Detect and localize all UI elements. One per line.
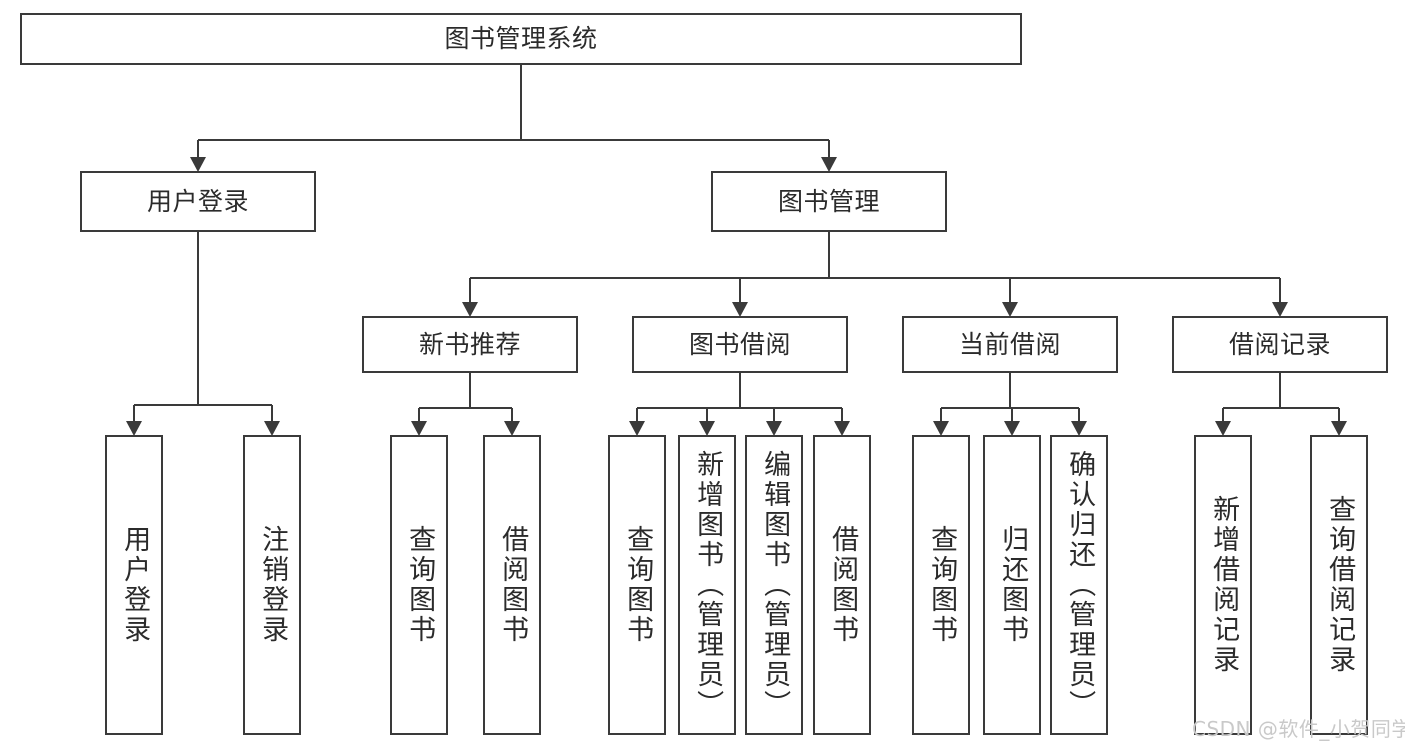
node-leaf-user-login[interactable]: 用户登录: [105, 435, 163, 735]
node-leaf-borrow-books-rec[interactable]: 借阅图书: [483, 435, 541, 735]
arrowhead-icon: [732, 302, 748, 317]
node-leaf-query-books-borrow[interactable]: 查询图书: [608, 435, 666, 735]
arrowhead-icon: [834, 421, 850, 436]
node-leaf-query-books-rec[interactable]: 查询图书: [390, 435, 448, 735]
arrowhead-icon: [1002, 302, 1018, 317]
node-leaf-add-borrow-record[interactable]: 新增借阅记录: [1194, 435, 1252, 735]
node-leaf-query-borrow-record[interactable]: 查询借阅记录: [1310, 435, 1368, 735]
arrowhead-icon: [190, 157, 206, 172]
arrowhead-icon: [821, 157, 837, 172]
connector-user-login-bus: [134, 403, 272, 407]
node-label: 借阅图书: [827, 525, 859, 645]
arrowhead-icon: [1071, 421, 1087, 436]
connector-to-book-borrow: [738, 278, 742, 315]
arrowhead-icon: [933, 421, 949, 436]
connector-current-borrow-bus: [941, 406, 1079, 410]
node-label: 当前借阅: [958, 329, 1061, 359]
node-label: 确认归还（管理员）: [1064, 450, 1096, 720]
node-label: 借阅记录: [1228, 329, 1331, 359]
node-label: 查询图书: [926, 525, 958, 645]
connector-to-new-book-recommendation: [468, 278, 472, 315]
connector-title-bus: [198, 138, 829, 142]
node-label: 注销登录: [257, 525, 289, 645]
node-label: 用户登录: [119, 525, 151, 645]
node-label: 图书管理系统: [444, 24, 598, 54]
connector-new-book-recommendation-bus: [419, 406, 512, 410]
connector-to-current-borrow: [1008, 278, 1012, 315]
connector-current-borrow-stem: [1008, 373, 1012, 408]
node-label: 借阅图书: [497, 525, 529, 645]
node-leaf-borrow-book[interactable]: 借阅图书: [813, 435, 871, 735]
arrowhead-icon: [504, 421, 520, 436]
arrowhead-icon: [1215, 421, 1231, 436]
arrowhead-icon: [629, 421, 645, 436]
node-label: 新增借阅记录: [1208, 495, 1240, 675]
arrowhead-icon: [1004, 421, 1020, 436]
node-label: 查询借阅记录: [1324, 495, 1356, 675]
node-leaf-add-book-admin[interactable]: 新增图书（管理员）: [678, 435, 736, 735]
node-book-management-system[interactable]: 图书管理系统: [20, 13, 1022, 65]
node-label: 用户登录: [146, 186, 249, 216]
node-user-login[interactable]: 用户登录: [80, 171, 316, 232]
arrowhead-icon: [264, 421, 280, 436]
node-borrow-record[interactable]: 借阅记录: [1172, 316, 1388, 373]
arrowhead-icon: [462, 302, 478, 317]
connector-to-user-login: [196, 140, 200, 170]
node-book-borrow[interactable]: 图书借阅: [632, 316, 848, 373]
connector-borrow-record-stem: [1278, 373, 1282, 408]
node-current-borrow[interactable]: 当前借阅: [902, 316, 1118, 373]
connector-borrow-record-bus: [1223, 406, 1339, 410]
node-label: 编辑图书（管理员）: [759, 450, 791, 720]
node-leaf-confirm-return-admin[interactable]: 确认归还（管理员）: [1050, 435, 1108, 735]
node-leaf-query-books-current[interactable]: 查询图书: [912, 435, 970, 735]
connector-book-borrow-bus: [637, 406, 842, 410]
node-label: 图书借阅: [688, 329, 791, 359]
watermark: CSDN @软件_小贺同学: [1192, 717, 1405, 741]
connector-user-login-stem: [196, 232, 200, 405]
connector-book-borrow-stem: [738, 373, 742, 408]
node-label: 图书管理: [777, 186, 880, 216]
connector-new-book-recommendation-stem: [468, 373, 472, 408]
arrowhead-icon: [411, 421, 427, 436]
connector-title-stem: [519, 65, 523, 140]
node-book-management[interactable]: 图书管理: [711, 171, 947, 232]
node-label: 查询图书: [622, 525, 654, 645]
connector-bookmgmt-stem: [827, 232, 831, 278]
connector-to-leaf-logout: [270, 405, 274, 434]
arrowhead-icon: [766, 421, 782, 436]
node-label: 归还图书: [997, 525, 1029, 645]
connector-to-borrow-record: [1278, 278, 1282, 315]
arrowhead-icon: [1272, 302, 1288, 317]
connector-to-leaf-user-login: [132, 405, 136, 434]
arrowhead-icon: [699, 421, 715, 436]
connector-bookmgmt-bus: [470, 276, 1280, 280]
arrowhead-icon: [1331, 421, 1347, 436]
node-leaf-logout[interactable]: 注销登录: [243, 435, 301, 735]
node-leaf-return-book[interactable]: 归还图书: [983, 435, 1041, 735]
node-leaf-edit-book-admin[interactable]: 编辑图书（管理员）: [745, 435, 803, 735]
node-label: 查询图书: [404, 525, 436, 645]
arrowhead-icon: [126, 421, 142, 436]
node-new-book-recommendation[interactable]: 新书推荐: [362, 316, 578, 373]
node-label: 新增图书（管理员）: [692, 450, 724, 720]
node-label: 新书推荐: [418, 329, 521, 359]
connector-to-book-management: [827, 140, 831, 170]
